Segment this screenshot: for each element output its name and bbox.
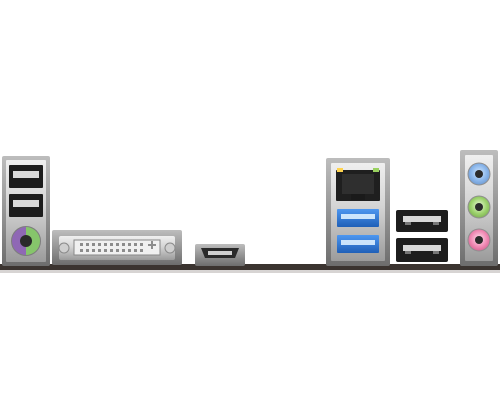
board-edge xyxy=(0,264,500,270)
lan-usb3-stack xyxy=(326,158,390,266)
right-usb2-stack xyxy=(396,210,448,262)
left-usb-ps2-stack xyxy=(2,156,50,266)
usb3-tongue-top xyxy=(341,214,375,219)
usb-tongue-top-left xyxy=(13,171,39,178)
hdmi-port xyxy=(195,244,245,266)
board-edge-shadow xyxy=(0,270,500,273)
lan-led-right xyxy=(373,168,379,172)
hdmi-contact-strip xyxy=(208,251,232,255)
usb2-right-bottom-pin-left xyxy=(405,251,411,254)
lan-led-left xyxy=(337,168,343,172)
usb2-right-top-pin-right xyxy=(433,222,439,225)
usb2-right-bottom-pin-right xyxy=(433,251,439,254)
ps2-purple-half xyxy=(12,227,26,255)
usb-tongue-bottom-left xyxy=(13,200,39,207)
dvi-screw-right xyxy=(164,242,176,254)
usb2-right-top-tongue xyxy=(403,216,441,222)
audio-jack-blue-hole xyxy=(475,170,483,178)
usb2-right-bottom-tongue xyxy=(403,245,441,251)
usb2-right-top-pin-left xyxy=(405,222,411,225)
audio-jack-pink-hole xyxy=(475,236,483,244)
audio-jack-green-hole xyxy=(475,203,483,211)
dvi-port xyxy=(52,230,182,265)
usb3-tongue-bottom xyxy=(341,240,375,245)
ethernet-notch xyxy=(351,194,365,200)
ps2-center xyxy=(20,235,32,247)
ethernet-cavity xyxy=(342,174,374,194)
audio-stack xyxy=(460,150,498,266)
dvi-insert xyxy=(73,239,161,256)
dvi-screw-left xyxy=(58,242,70,254)
ps2-green-half xyxy=(26,227,40,255)
dvi-pins xyxy=(80,241,156,252)
